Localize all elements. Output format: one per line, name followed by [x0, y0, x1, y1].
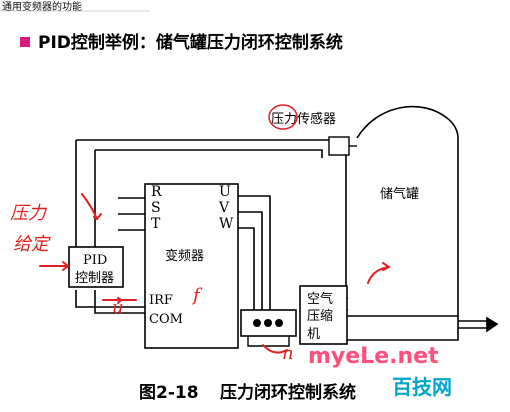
output-u-label: U	[219, 184, 231, 200]
tank-label: 储气罐	[380, 186, 419, 202]
output-v-label: V	[218, 200, 230, 216]
input-t-label: T	[151, 216, 161, 232]
figure-caption: 压力闭环控制系统	[220, 382, 356, 403]
pid-to-irf-wire	[75, 290, 145, 308]
signal-arrow-head	[117, 297, 122, 304]
hand-note-pressure: 压力	[10, 203, 48, 224]
input-r-label: R	[151, 184, 162, 200]
sensor-annotation-circle	[268, 104, 298, 130]
title-bullet	[20, 37, 30, 47]
sensor-wire-2	[95, 149, 323, 158]
pid-label: PID	[83, 253, 107, 268]
tank-outline	[345, 105, 459, 317]
compressor-line-1: 空气	[307, 291, 333, 307]
outlet-arrow	[486, 316, 499, 333]
output-v-wire	[238, 211, 263, 322]
compressor-line-2: 压缩	[307, 308, 333, 324]
compressor: 空气 压缩 机	[299, 285, 348, 345]
tank-base	[345, 316, 459, 341]
motor-arrow	[262, 344, 288, 354]
motor	[240, 309, 297, 347]
watermark-chinese: 百技网	[392, 375, 452, 399]
inverter-box: R S T U V W 变频器 IRF COM	[144, 183, 239, 349]
sensor-wire-1	[76, 139, 341, 148]
handwritten-notes	[39, 193, 390, 354]
setpoint-arrow-head	[62, 261, 69, 271]
output-w-wire	[238, 227, 255, 322]
hand-note-n: n	[282, 343, 294, 364]
watermark-domain: myeLe.net	[308, 344, 439, 369]
hand-arrow-top	[81, 193, 98, 220]
header: 通用变频器的功能 PID控制举例：储气罐压力闭环控制系统	[0, 0, 343, 53]
pressure-sensor: 压力传感器	[268, 104, 357, 156]
top-label: 通用变频器的功能	[2, 0, 82, 13]
wiring	[75, 105, 499, 341]
hand-note-u: u	[112, 297, 124, 318]
figure-number: 图2-18	[139, 383, 199, 403]
output-w-label: W	[219, 216, 234, 232]
input-s-label: S	[151, 200, 161, 216]
irf-label: IRF	[149, 293, 173, 308]
inverter-label: 变频器	[165, 248, 204, 264]
tank-arrow-head	[382, 262, 390, 271]
pid-controller-label: 控制器	[75, 271, 114, 286]
hand-arrow-top-head	[93, 213, 102, 220]
output-u-wire	[238, 195, 271, 322]
pid-to-com-wire	[94, 290, 145, 314]
hand-note-setpoint: 给定	[13, 234, 51, 255]
pid-box: PID 控制器	[68, 246, 124, 288]
compressor-line-3: 机	[307, 327, 320, 342]
pressure-sensor-label: 压力传感器	[271, 111, 336, 127]
slide-title: PID控制举例：储气罐压力闭环控制系统	[38, 32, 343, 53]
com-label: COM	[149, 312, 183, 327]
